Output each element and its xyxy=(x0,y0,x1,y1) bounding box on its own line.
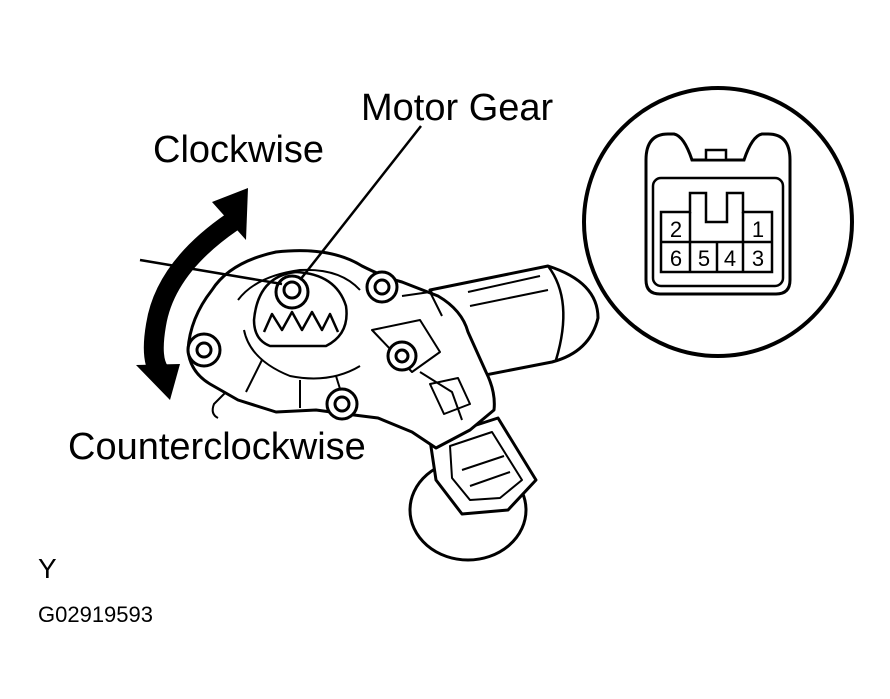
gear-side-leader-line xyxy=(139,258,283,286)
view-letter: Y xyxy=(38,553,57,584)
mounting-boss xyxy=(365,270,399,304)
window-motor-assembly xyxy=(186,249,600,562)
motor-gear-label: Motor Gear xyxy=(361,87,554,129)
pin-label: 1 xyxy=(752,217,764,242)
pin-label: 5 xyxy=(698,246,710,271)
counterclockwise-label: Counterclockwise xyxy=(68,426,366,468)
counterclockwise-arrowhead-icon xyxy=(136,364,180,400)
clockwise-arrowhead-icon xyxy=(212,188,248,240)
pin-label: 4 xyxy=(724,246,736,271)
pin-label: 3 xyxy=(752,246,764,271)
mounting-boss xyxy=(186,332,222,368)
mounting-boss xyxy=(325,387,359,421)
clockwise-label: Clockwise xyxy=(153,129,325,171)
rotation-arrow-icon xyxy=(136,188,248,400)
pin-label: 2 xyxy=(670,217,682,242)
mounting-boss xyxy=(386,340,418,372)
motor-gear-leader-line xyxy=(299,125,422,281)
pin-label: 6 xyxy=(670,246,682,271)
pin-grid xyxy=(659,191,774,274)
figure-code: G02919593 xyxy=(38,602,153,627)
connector-detail-inset: 2 1 6 5 4 3 xyxy=(582,86,854,358)
motor-gear xyxy=(252,270,348,348)
